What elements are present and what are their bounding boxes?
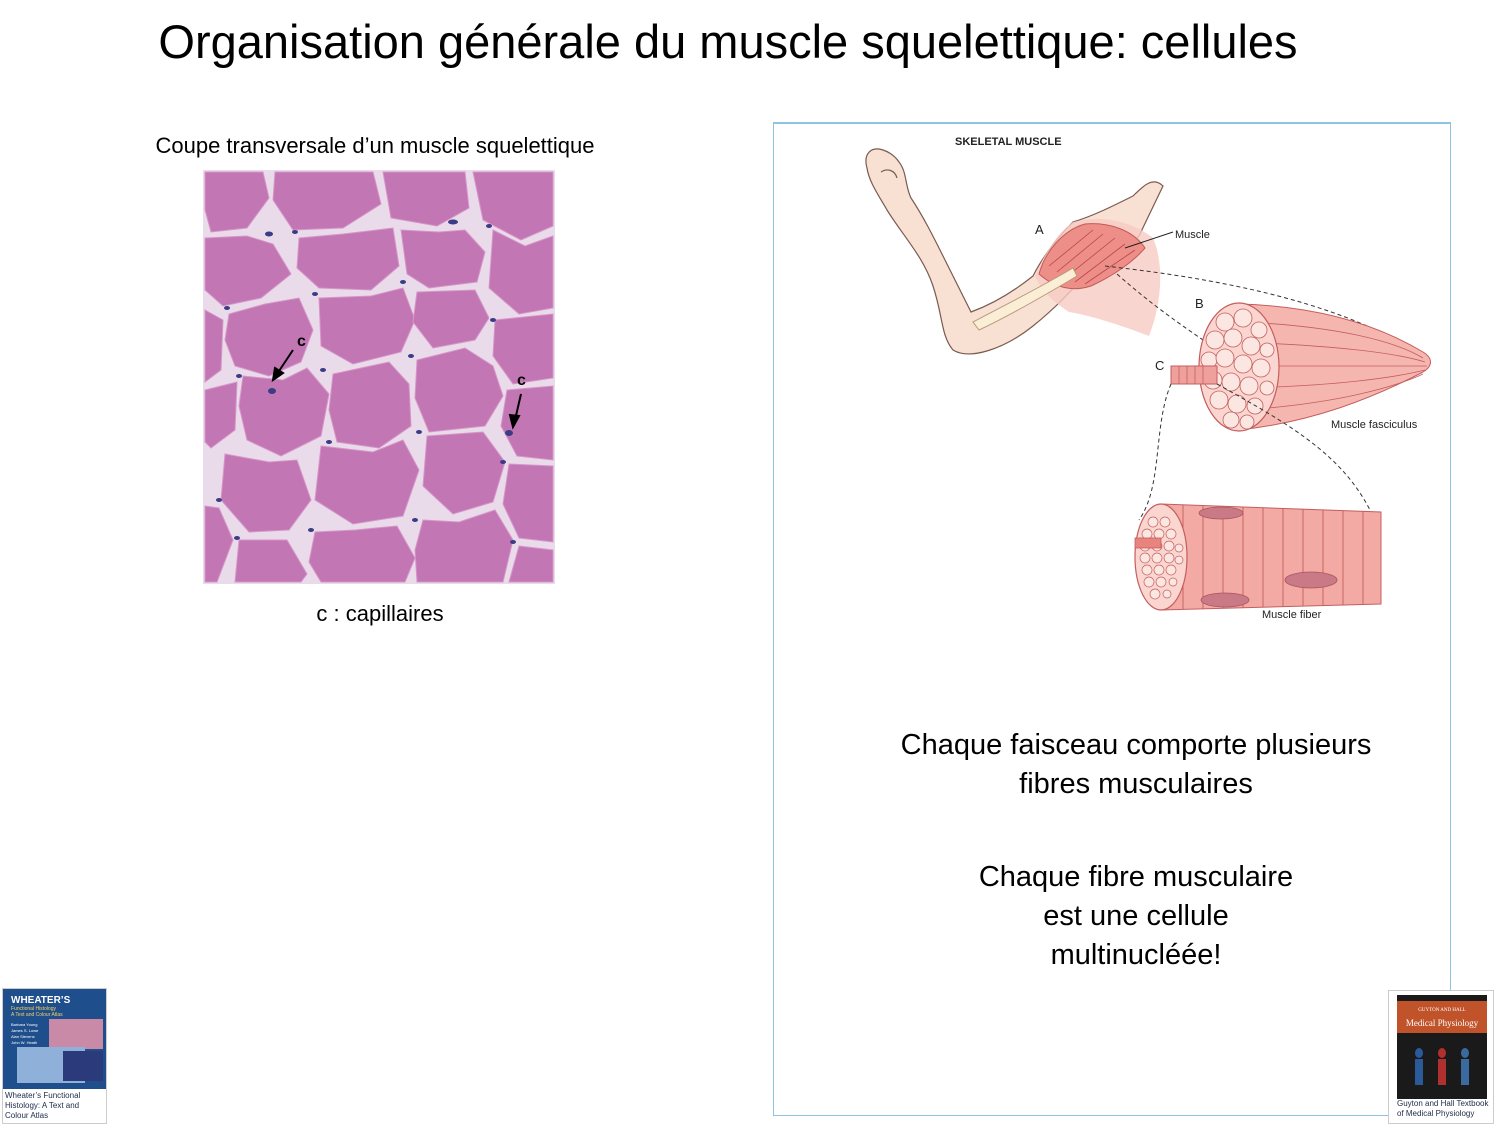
book-thumbnail-wheater: WHEATER’S Functional Histology A Text an… <box>2 988 107 1124</box>
fingers <box>880 169 898 179</box>
note-fiber-line-1: Chaque fibre musculaire <box>978 861 1294 893</box>
fasciculus-body <box>1238 303 1431 431</box>
connector-fiber-right <box>1216 383 1372 513</box>
label-fasciculus: Muscle fasciculus <box>1331 419 1418 431</box>
note-fiber: Chaque fibre musculaire est une cellule … <box>790 858 1482 975</box>
histology-micrograph: c c <box>203 170 555 584</box>
guyton-cover: GUYTON AND HALL Medical Physiology <box>1397 995 1487 1099</box>
wheater-author-2: James S. Lowe <box>11 1028 39 1033</box>
wheater-author-3: Alan Stevens <box>11 1034 35 1039</box>
wheater-caption-line-2: Histology: A Text and <box>5 1101 80 1110</box>
capillary-arrows <box>271 349 522 430</box>
note-fiber-line-3: multinucléée! <box>1050 939 1222 971</box>
muscle-leader-line <box>1124 231 1174 249</box>
connector-bottom <box>1116 273 1204 341</box>
wheater-cover: WHEATER’S Functional Histology A Text an… <box>3 989 106 1089</box>
humerus-bone <box>972 267 1078 331</box>
label-muscle: Muscle <box>1175 229 1210 241</box>
slide-title: Organisation générale du muscle squelett… <box>158 15 1298 68</box>
muscle-fiber-sections <box>204 171 554 583</box>
label-c: C <box>1155 358 1164 373</box>
histology-svg: c c <box>203 170 555 584</box>
label-fiber: Muscle fiber <box>1262 609 1322 621</box>
fiber-nuclei <box>1198 506 1338 608</box>
skeletal-muscle-diagram: SKELETAL MUSCLE A Muscle B <box>773 126 1451 636</box>
wheater-author-1: Barbara Young <box>11 1022 37 1027</box>
protruding-fiber <box>1170 365 1218 385</box>
capillary-marker-1: c <box>297 333 306 350</box>
wheater-brand: WHEATER’S <box>11 995 71 1006</box>
protruding-fiber-stripes <box>1178 366 1204 384</box>
label-b: B <box>1195 296 1204 311</box>
capillary-marker-2: c <box>517 372 526 389</box>
histology-caption: Coupe transversale d’un muscle squeletti… <box>155 133 595 158</box>
wheater-subtitle-2: A Text and Colour Atlas <box>11 1012 63 1018</box>
book-thumbnail-guyton: GUYTON AND HALL Medical Physiology Guyto… <box>1388 990 1494 1124</box>
muscle-fiber-body <box>1160 503 1382 611</box>
wheater-subtitle-1: Functional Histology <box>11 1006 57 1012</box>
guyton-caption-line-2: of Medical Physiology <box>1397 1109 1475 1118</box>
note-fiber-line-2: est une cellule <box>1043 900 1229 932</box>
wheater-author-4: John W. Heath <box>11 1040 37 1045</box>
connector-fiber-left <box>1138 383 1172 521</box>
note-fasciculus-line-2: fibres musculaires <box>1019 768 1253 800</box>
guyton-brand: GUYTON AND HALL <box>1418 1008 1465 1013</box>
nuclei <box>216 219 516 544</box>
diagram-heading: SKELETAL MUSCLE <box>955 136 1062 148</box>
myofibril-extension <box>1134 537 1162 549</box>
wheater-caption-line-3: Colour Atlas <box>5 1111 49 1120</box>
guyton-caption: Guyton and Hall Textbook of Medical Phys… <box>1397 1099 1488 1119</box>
guyton-title: Medical Physiology <box>1406 1018 1479 1028</box>
anatomy-figures <box>1415 1048 1469 1085</box>
label-a: A <box>1035 222 1044 237</box>
arm-outline <box>865 148 1164 355</box>
histology-legend: c : capillaires <box>316 601 444 626</box>
guyton-caption-line-1: Guyton and Hall Textbook <box>1397 1099 1489 1108</box>
fiber-striations <box>1182 505 1364 609</box>
wheater-caption: Wheater’s Functional Histology: A Text a… <box>5 1091 80 1121</box>
wheater-caption-line-1: Wheater’s Functional <box>5 1091 81 1100</box>
note-fasciculus: Chaque faisceau comporte plusieurs fibre… <box>790 726 1482 804</box>
note-fasciculus-line-1: Chaque faisceau comporte plusieurs <box>900 729 1372 761</box>
figure-panel <box>773 122 1451 1116</box>
diagram-svg: SKELETAL MUSCLE A Muscle B <box>865 136 1431 621</box>
